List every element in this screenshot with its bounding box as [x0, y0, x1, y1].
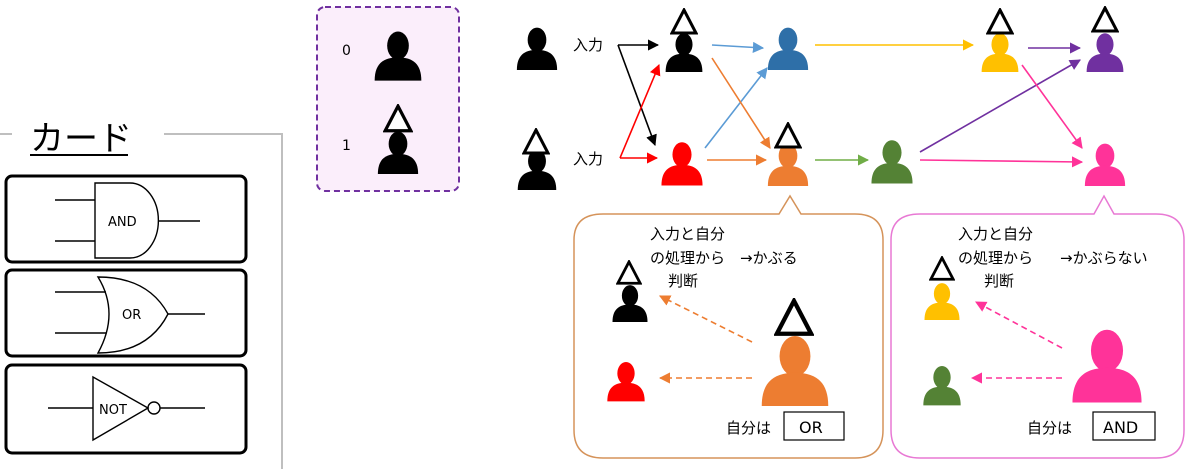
or-gate-icon [55, 276, 205, 354]
network-arrows [617, 39, 1084, 168]
hat-icon [774, 122, 802, 149]
input-label-top: 入力 [573, 36, 603, 54]
cards-title: カード [30, 119, 132, 159]
callout-or-arrow-text: →かぶる [740, 249, 798, 267]
callout-and-self-prefix: 自分は [1027, 419, 1072, 437]
node-pink [1084, 143, 1126, 186]
legend-zero-label: 0 [342, 43, 351, 59]
legend-one-label: 1 [342, 138, 351, 154]
node-yellow [981, 33, 1019, 72]
node-green [871, 140, 913, 184]
card-or-label: OR [122, 308, 141, 323]
callout-or: 入力と自分 の処理から →かぶる 判断 自分は OR [573, 194, 884, 459]
card-not-label: NOT [99, 403, 127, 418]
node-purple [1086, 33, 1124, 72]
callout-or-line2: の処理から [650, 249, 725, 267]
callout-and-arrow-text: →かぶらない [1060, 249, 1148, 267]
network-people: 入力 入力 [516, 6, 1126, 190]
input-person-top [516, 27, 558, 70]
hat-icon [986, 8, 1014, 35]
input-label-bottom: 入力 [573, 150, 603, 168]
callout-and-line2: の処理から [958, 249, 1033, 267]
hat-icon [522, 128, 550, 155]
node-orange [767, 143, 809, 186]
card-and[interactable]: AND [4, 174, 248, 264]
legend-box: 0 1 [316, 6, 460, 192]
card-or[interactable]: OR [4, 268, 248, 358]
node-blue [767, 27, 809, 70]
callout-or-gate-label: OR [799, 418, 823, 437]
cards-panel: カード AND OR [0, 119, 283, 469]
input-person-bottom [517, 149, 557, 190]
callout-and-line3: 判断 [984, 272, 1014, 290]
not-gate-icon [48, 375, 205, 442]
callout-or-line3: 判断 [668, 272, 698, 290]
and-gate-icon [55, 182, 200, 259]
callout-and-gate-label: AND [1103, 418, 1138, 437]
node-black [665, 33, 703, 72]
callout-or-line1: 入力と自分 [650, 225, 725, 243]
hat-icon [1091, 6, 1119, 33]
hat-icon [670, 8, 698, 35]
card-not[interactable]: NOT [4, 363, 248, 455]
callout-and: 入力と自分 の処理から →かぶらない 判断 自分は AND [890, 194, 1185, 459]
node-red [661, 142, 703, 186]
card-and-label: AND [108, 215, 137, 230]
callout-or-self-prefix: 自分は [726, 419, 771, 437]
callout-and-line1: 入力と自分 [958, 225, 1033, 243]
